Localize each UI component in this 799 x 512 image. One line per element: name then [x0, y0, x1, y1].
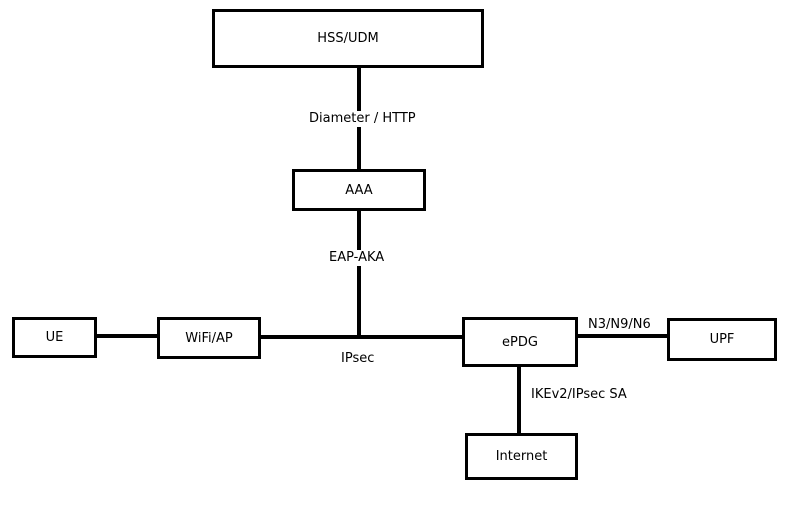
- node-upf-label: UPF: [709, 332, 735, 347]
- node-upf: UPF: [667, 318, 777, 361]
- node-hss-udm-label: HSS/UDM: [317, 31, 379, 46]
- node-ue-label: UE: [45, 330, 64, 345]
- node-aaa-label: AAA: [345, 182, 373, 198]
- line-epdg-upf: [576, 334, 669, 338]
- line-wifi-epdg: [259, 335, 464, 339]
- edge-label-eap-aka: EAP-AKA: [327, 250, 387, 266]
- line-ue-wifi: [95, 334, 159, 338]
- line-epdg-internet: [517, 365, 521, 435]
- node-epdg-label: ePDG: [502, 334, 538, 350]
- node-wifi-ap-label: WiFi/AP: [185, 330, 233, 346]
- node-internet: Internet: [465, 433, 578, 480]
- edge-label-n3-n9-n6: N3/N9/N6: [588, 317, 651, 332]
- edge-label-ikev2-ipsec-sa: IKEv2/IPsec SA: [531, 387, 627, 402]
- edge-label-diameter-http: Diameter / HTTP: [307, 111, 418, 127]
- node-aaa: AAA: [292, 169, 426, 211]
- node-ue: UE: [12, 317, 97, 358]
- node-hss-udm: HSS/UDM: [212, 9, 484, 68]
- line-aaa-ipsec: [357, 209, 361, 339]
- node-wifi-ap: WiFi/AP: [157, 317, 261, 359]
- node-internet-label: Internet: [495, 449, 548, 464]
- edge-label-ipsec: IPsec: [341, 351, 375, 366]
- node-epdg: ePDG: [462, 317, 578, 367]
